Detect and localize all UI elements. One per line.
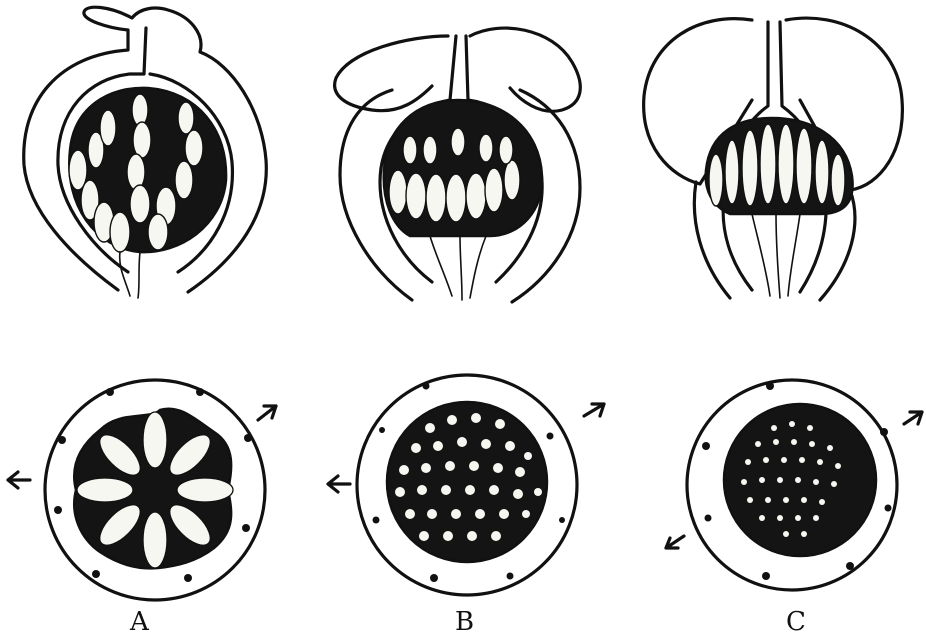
panel-b-longitudinal-section: [335, 28, 581, 302]
panel-c-cross-section: [666, 380, 922, 590]
panel-b-right-lobe: [470, 28, 580, 111]
panel-b-cross-cavity: [387, 402, 547, 562]
panel-c-funicles: [752, 214, 800, 298]
panel-label-a: A: [129, 607, 150, 635]
panel-label-c: C: [786, 607, 806, 635]
panel-a-left-arrow: [8, 472, 30, 488]
panel-a-longitudinal-section: [24, 7, 267, 298]
panel-c-left-arrow: [666, 536, 684, 548]
panel-b-left-arrow: [328, 476, 350, 492]
panel-b-cross-section: [328, 375, 604, 595]
panel-a-funicles: [120, 252, 140, 298]
panel-c-right-arrow: [904, 412, 922, 424]
panel-a-cross-section: [8, 380, 276, 600]
panel-b-left-lobe: [335, 36, 448, 111]
panel-c-longitudinal-section: [644, 18, 903, 300]
panel-b-funicles: [430, 236, 486, 300]
panel-b-right-arrow: [584, 404, 604, 416]
panel-a-right-arrow: [258, 406, 276, 420]
panel-label-b: B: [455, 607, 474, 635]
